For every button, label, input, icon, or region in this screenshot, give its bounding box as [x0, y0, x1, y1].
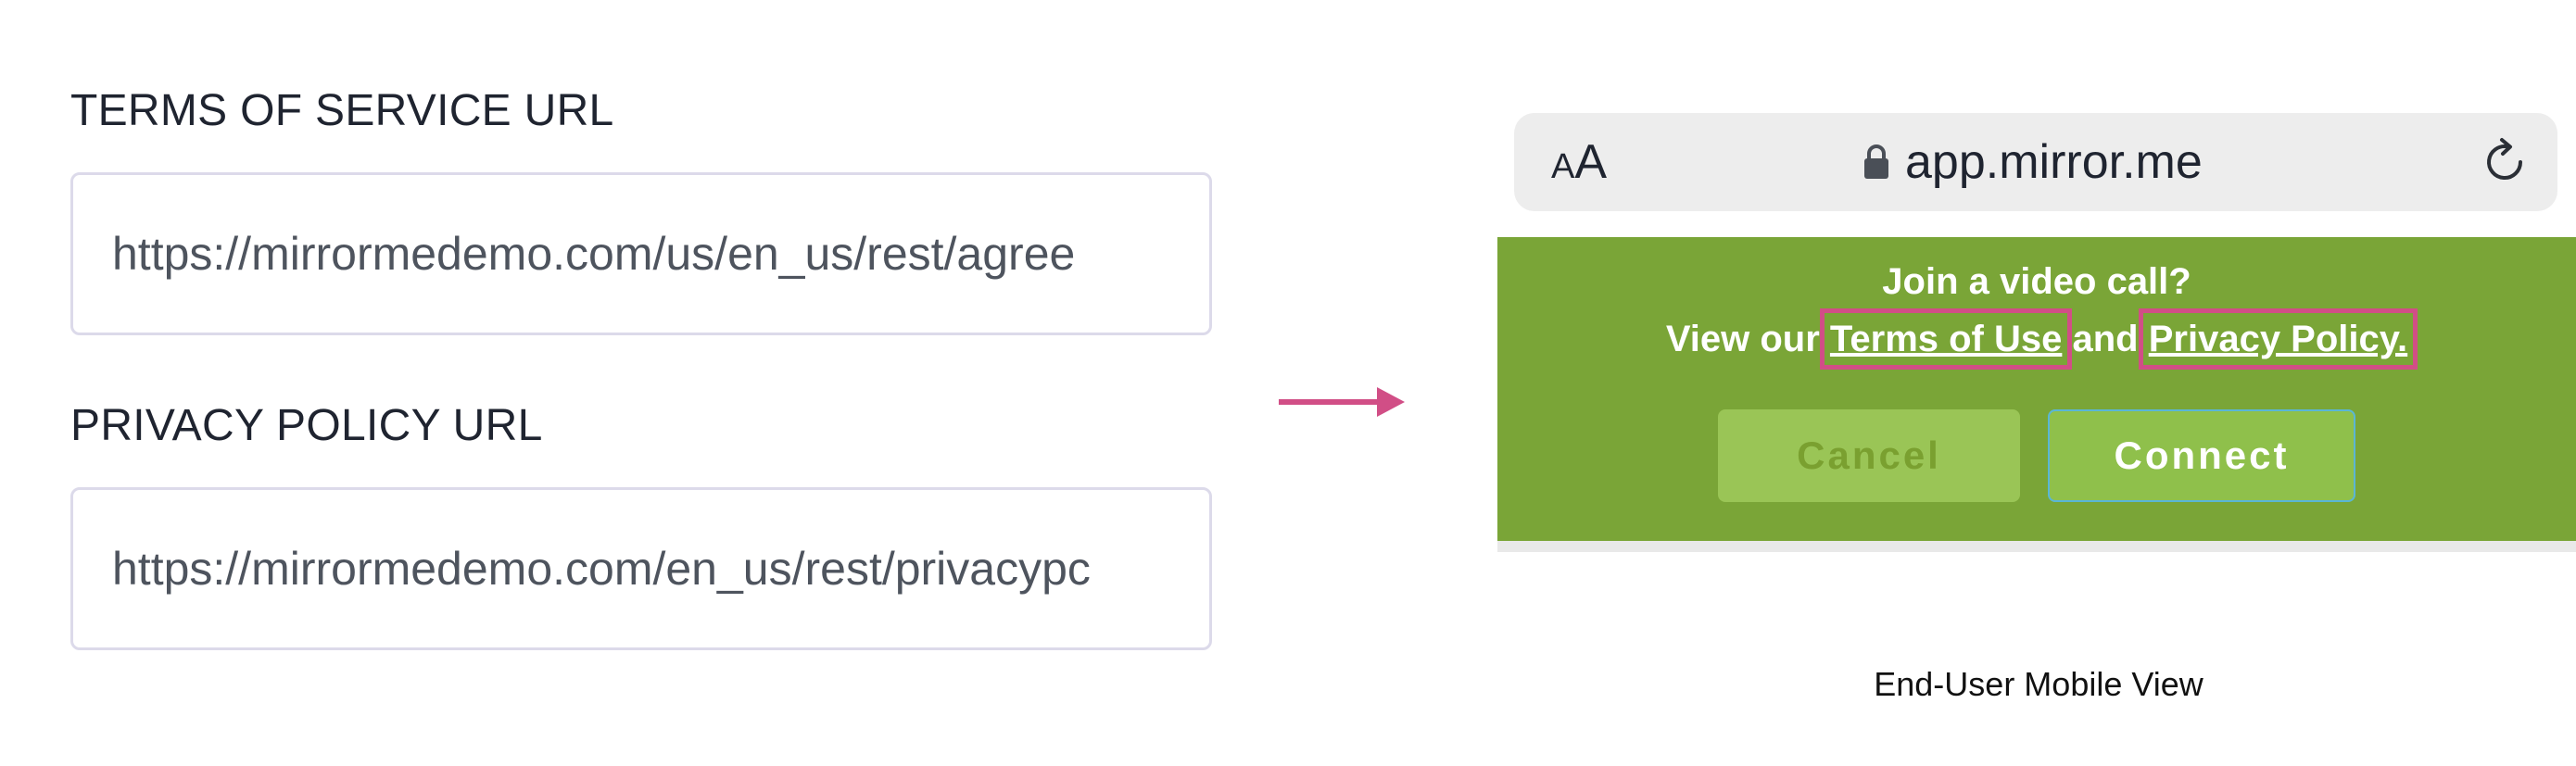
privacy-url-input[interactable]: [112, 542, 1170, 596]
url-display[interactable]: app.mirror.me: [1863, 134, 2203, 190]
arrow-right-icon: [1279, 387, 1405, 417]
cancel-button[interactable]: Cancel: [1718, 409, 2020, 502]
text-size-button[interactable]: AA: [1551, 134, 1607, 190]
terms-url-field[interactable]: [70, 172, 1212, 335]
privacy-policy-link-text: Privacy Policy: [2148, 319, 2398, 359]
privacy-url-label: PRIVACY POLICY URL: [70, 401, 543, 450]
terms-url-label: TERMS OF SERVICE URL: [70, 86, 614, 135]
terms-url-input[interactable]: [112, 227, 1170, 281]
end-user-view-caption: End-User Mobile View: [1874, 665, 2203, 703]
banner-title: Join a video call?: [1882, 261, 2191, 302]
privacy-url-field[interactable]: [70, 487, 1212, 650]
banner-bottom-divider: [1497, 541, 2576, 552]
privacy-policy-link[interactable]: Privacy Policy.: [2138, 308, 2418, 370]
browser-address-bar[interactable]: AA app.mirror.me: [1514, 113, 2557, 211]
connect-button[interactable]: Connect: [2048, 409, 2355, 502]
url-text: app.mirror.me: [1905, 135, 2203, 189]
terms-of-use-link[interactable]: Terms of Use: [1819, 308, 2073, 370]
reload-icon[interactable]: [2480, 137, 2530, 187]
banner-consent-line: View our Terms of Use and Privacy Policy…: [1497, 308, 2576, 370]
banner-line-mid: and: [2062, 319, 2149, 359]
lock-icon: [1864, 144, 1888, 179]
video-call-banner: Join a video call? View our Terms of Use…: [1497, 237, 2576, 541]
text-size-big-label: A: [1574, 135, 1608, 189]
banner-line-prefix: View our: [1665, 319, 1830, 359]
text-size-small-label: A: [1551, 147, 1575, 186]
privacy-policy-period: .: [2397, 319, 2408, 359]
